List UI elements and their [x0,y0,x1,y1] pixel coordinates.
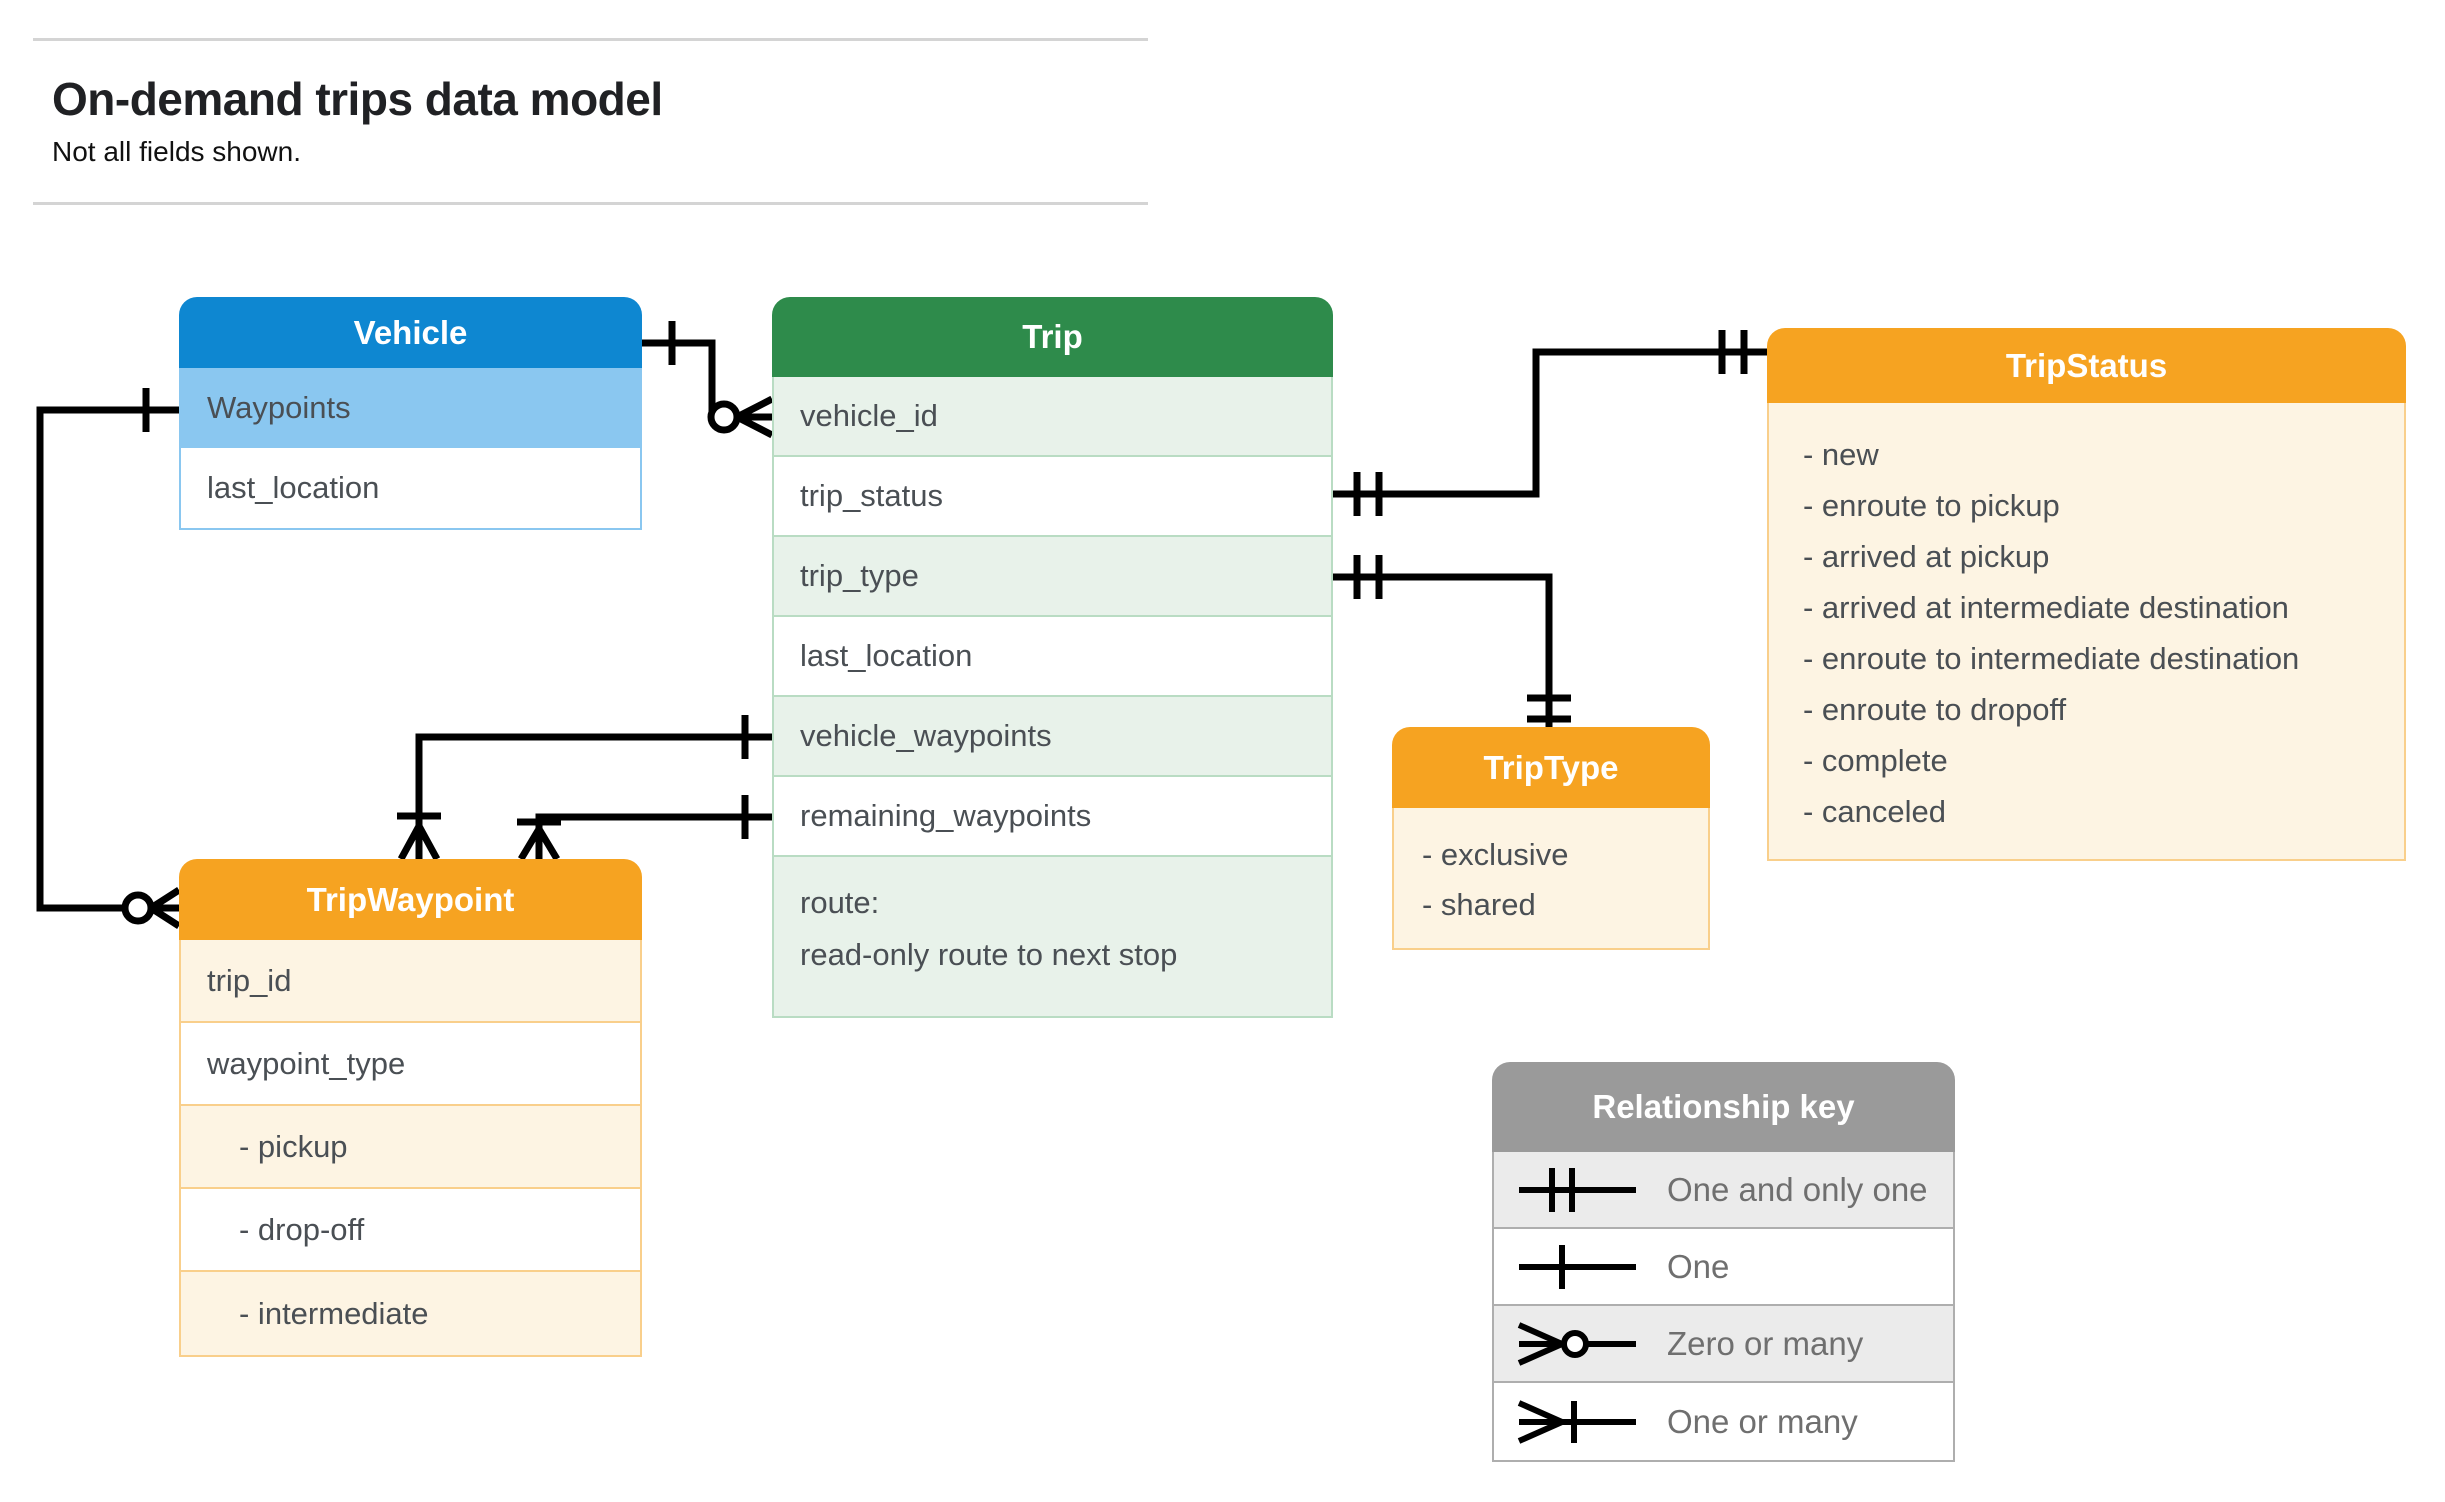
page-subtitle: Not all fields shown. [52,136,302,167]
connector-trip-tripstatus [1333,330,1767,516]
entity-trip: Trip vehicle_id trip_status trip_type la… [772,297,1333,1018]
status-value: - canceled [1803,794,1947,829]
status-value: - new [1803,437,1879,472]
one-icon [1519,1244,1636,1289]
entity-triptype-header: TripType [1392,727,1710,808]
field-last-location: last_location [181,448,640,528]
entity-tripwaypoint: TripWaypoint trip_id waypoint_type - pic… [179,859,642,1357]
field-remaining-waypoints: remaining_waypoints [774,777,1331,857]
connector-trip-remaining-waypoints [517,795,772,861]
divider-top [33,38,1148,41]
connector-vehicle-tripwaypoint [36,388,181,929]
page-title: On-demand trips data model [52,73,663,125]
type-value: - shared [1422,887,1536,922]
legend-row: Zero or many [1494,1306,1953,1383]
legend-row: One or many [1494,1383,1953,1460]
entity-tripstatus-header: TripStatus [1767,328,2406,403]
legend-label: One or many [1667,1402,1858,1440]
one-or-many-icon [1517,1399,1636,1444]
status-value: - arrived at intermediate destination [1803,590,2289,625]
type-value: - exclusive [1422,837,1569,872]
field-waypoints: Waypoints [181,368,640,448]
legend-row: One [1494,1229,1953,1306]
entity-vehicle: Vehicle Waypoints last_location [179,297,642,530]
entity-trip-header: Trip [772,297,1333,377]
field-waypoint-type: waypoint_type [181,1023,640,1106]
waypoint-value-dropoff: - drop-off [181,1189,640,1272]
field-last-location: last_location [774,617,1331,697]
field-trip-status: trip_status [774,457,1331,537]
entity-vehicle-header: Vehicle [179,297,642,368]
status-value: - complete [1803,743,1948,778]
status-value: - enroute to dropoff [1803,692,2067,727]
legend-label: Zero or many [1667,1324,1864,1362]
connector-trip-triptype [1333,555,1571,727]
divider-bottom [33,202,1148,205]
entity-triptype: TripType - exclusive - shared [1392,727,1710,950]
relationship-key: Relationship key One and only one One [1492,1062,1955,1462]
entity-tripstatus: TripStatus - new - enroute to pickup - a… [1767,328,2406,861]
waypoint-value-intermediate: - intermediate [181,1272,640,1355]
zero-or-many-icon [1517,1321,1636,1366]
waypoint-value-pickup: - pickup [181,1106,640,1189]
route-label: route: [800,885,880,920]
field-vehicle-waypoints: vehicle_waypoints [774,697,1331,777]
one-and-only-one-icon [1519,1167,1636,1212]
connector-vehicle-trip [642,321,774,439]
status-value: - enroute to intermediate destination [1803,641,2300,676]
field-route: route: read-only route to next stop [774,857,1331,1016]
connector-trip-vehicle-waypoints [397,715,772,861]
status-value: - enroute to pickup [1803,488,2060,523]
field-trip-id: trip_id [181,940,640,1023]
entity-tripwaypoint-header: TripWaypoint [179,859,642,940]
field-vehicle-id: vehicle_id [774,377,1331,457]
legend-label: One and only one [1667,1170,1928,1208]
relationship-key-header: Relationship key [1492,1062,1955,1152]
field-trip-type: trip_type [774,537,1331,617]
route-description: read-only route to next stop [800,937,1178,972]
legend-label: One [1667,1247,1730,1285]
status-value: - arrived at pickup [1803,539,2050,574]
legend-row: One and only one [1494,1152,1953,1229]
